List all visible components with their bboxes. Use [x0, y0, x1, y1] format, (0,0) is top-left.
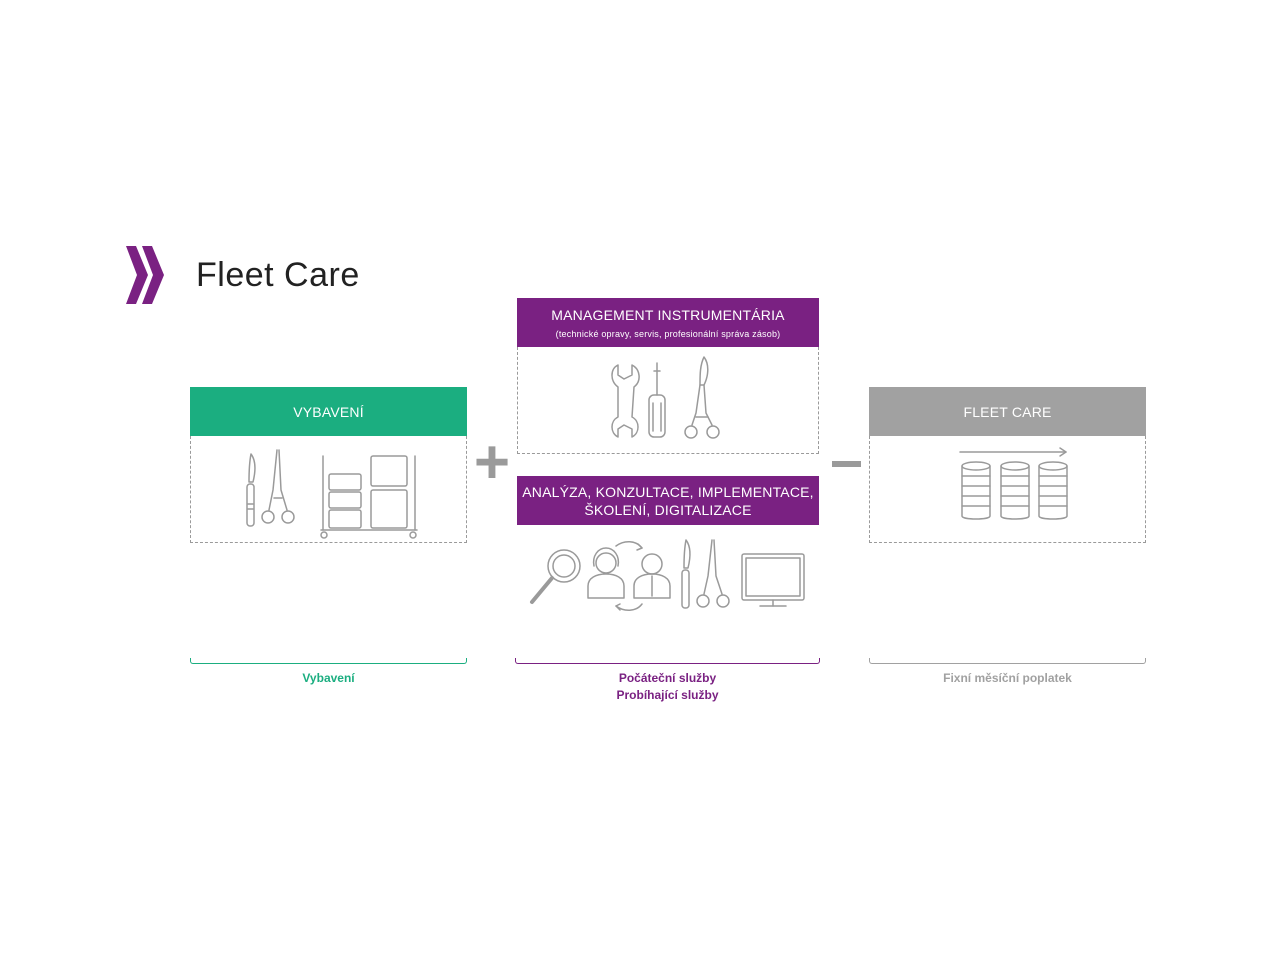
coin-stack-icon [1000, 461, 1030, 520]
man-icon [633, 553, 671, 599]
forceps-icon [696, 539, 730, 608]
management-icon-panel [517, 347, 819, 454]
services-caption-line2: Probíhající služby [616, 688, 719, 702]
services-brace [515, 658, 820, 664]
management-subheader: (technické opravy, servis, profesionální… [555, 328, 781, 339]
magnifier-icon [530, 549, 581, 604]
title-row: Fleet Care [126, 246, 360, 304]
wrench-icon [611, 364, 640, 438]
coin-stacks-icon [959, 447, 1068, 520]
forceps-icon [261, 449, 295, 524]
fee-caption: Fixní měsíční poplatek [943, 671, 1072, 685]
analysis-header: ANALÝZA, KONZULTACE, IMPLEMENTACE, ŠKOLE… [517, 476, 819, 525]
management-header-label: MANAGEMENT INSTRUMENTÁRIA [551, 306, 785, 323]
services-caption-line1: Počáteční služby [618, 671, 717, 685]
fleet-care-icon-panel [869, 436, 1146, 543]
coin-stack-icon [1038, 461, 1068, 520]
fee-brace [869, 658, 1146, 664]
analysis-icon-row [530, 539, 805, 611]
plus-operator: + [473, 428, 511, 497]
fleet-care-header: FLEET CARE [869, 387, 1146, 436]
equipment-header-label: VYBAVENÍ [293, 403, 364, 420]
scalpel-icon [246, 453, 256, 527]
fleet-care-header-label: FLEET CARE [963, 403, 1052, 420]
equipment-caption: Vybavení [302, 671, 355, 685]
forceps-icon [684, 356, 720, 439]
monitor-icon [741, 553, 805, 607]
storage-cart-icon [320, 455, 418, 539]
services-caption: Počáteční služby Probíhající služby [515, 670, 820, 704]
page-title: Fleet Care [196, 255, 360, 294]
woman-icon [587, 547, 625, 599]
equipment-header: VYBAVENÍ [190, 387, 467, 436]
equals-operator [832, 461, 861, 467]
equipment-icon-panel [190, 436, 467, 543]
screwdriver-icon [648, 362, 666, 438]
analysis-header-line2: ŠKOLENÍ, DIGITALIZACE [584, 501, 752, 518]
management-header: MANAGEMENT INSTRUMENTÁRIA (technické opr… [517, 298, 819, 347]
coin-stack-icon [961, 461, 991, 520]
equipment-brace [190, 658, 467, 664]
analysis-header-line1: ANALÝZA, KONZULTACE, IMPLEMENTACE, [522, 483, 814, 500]
scalpel-icon [681, 539, 691, 609]
double-chevron-icon [126, 246, 164, 304]
